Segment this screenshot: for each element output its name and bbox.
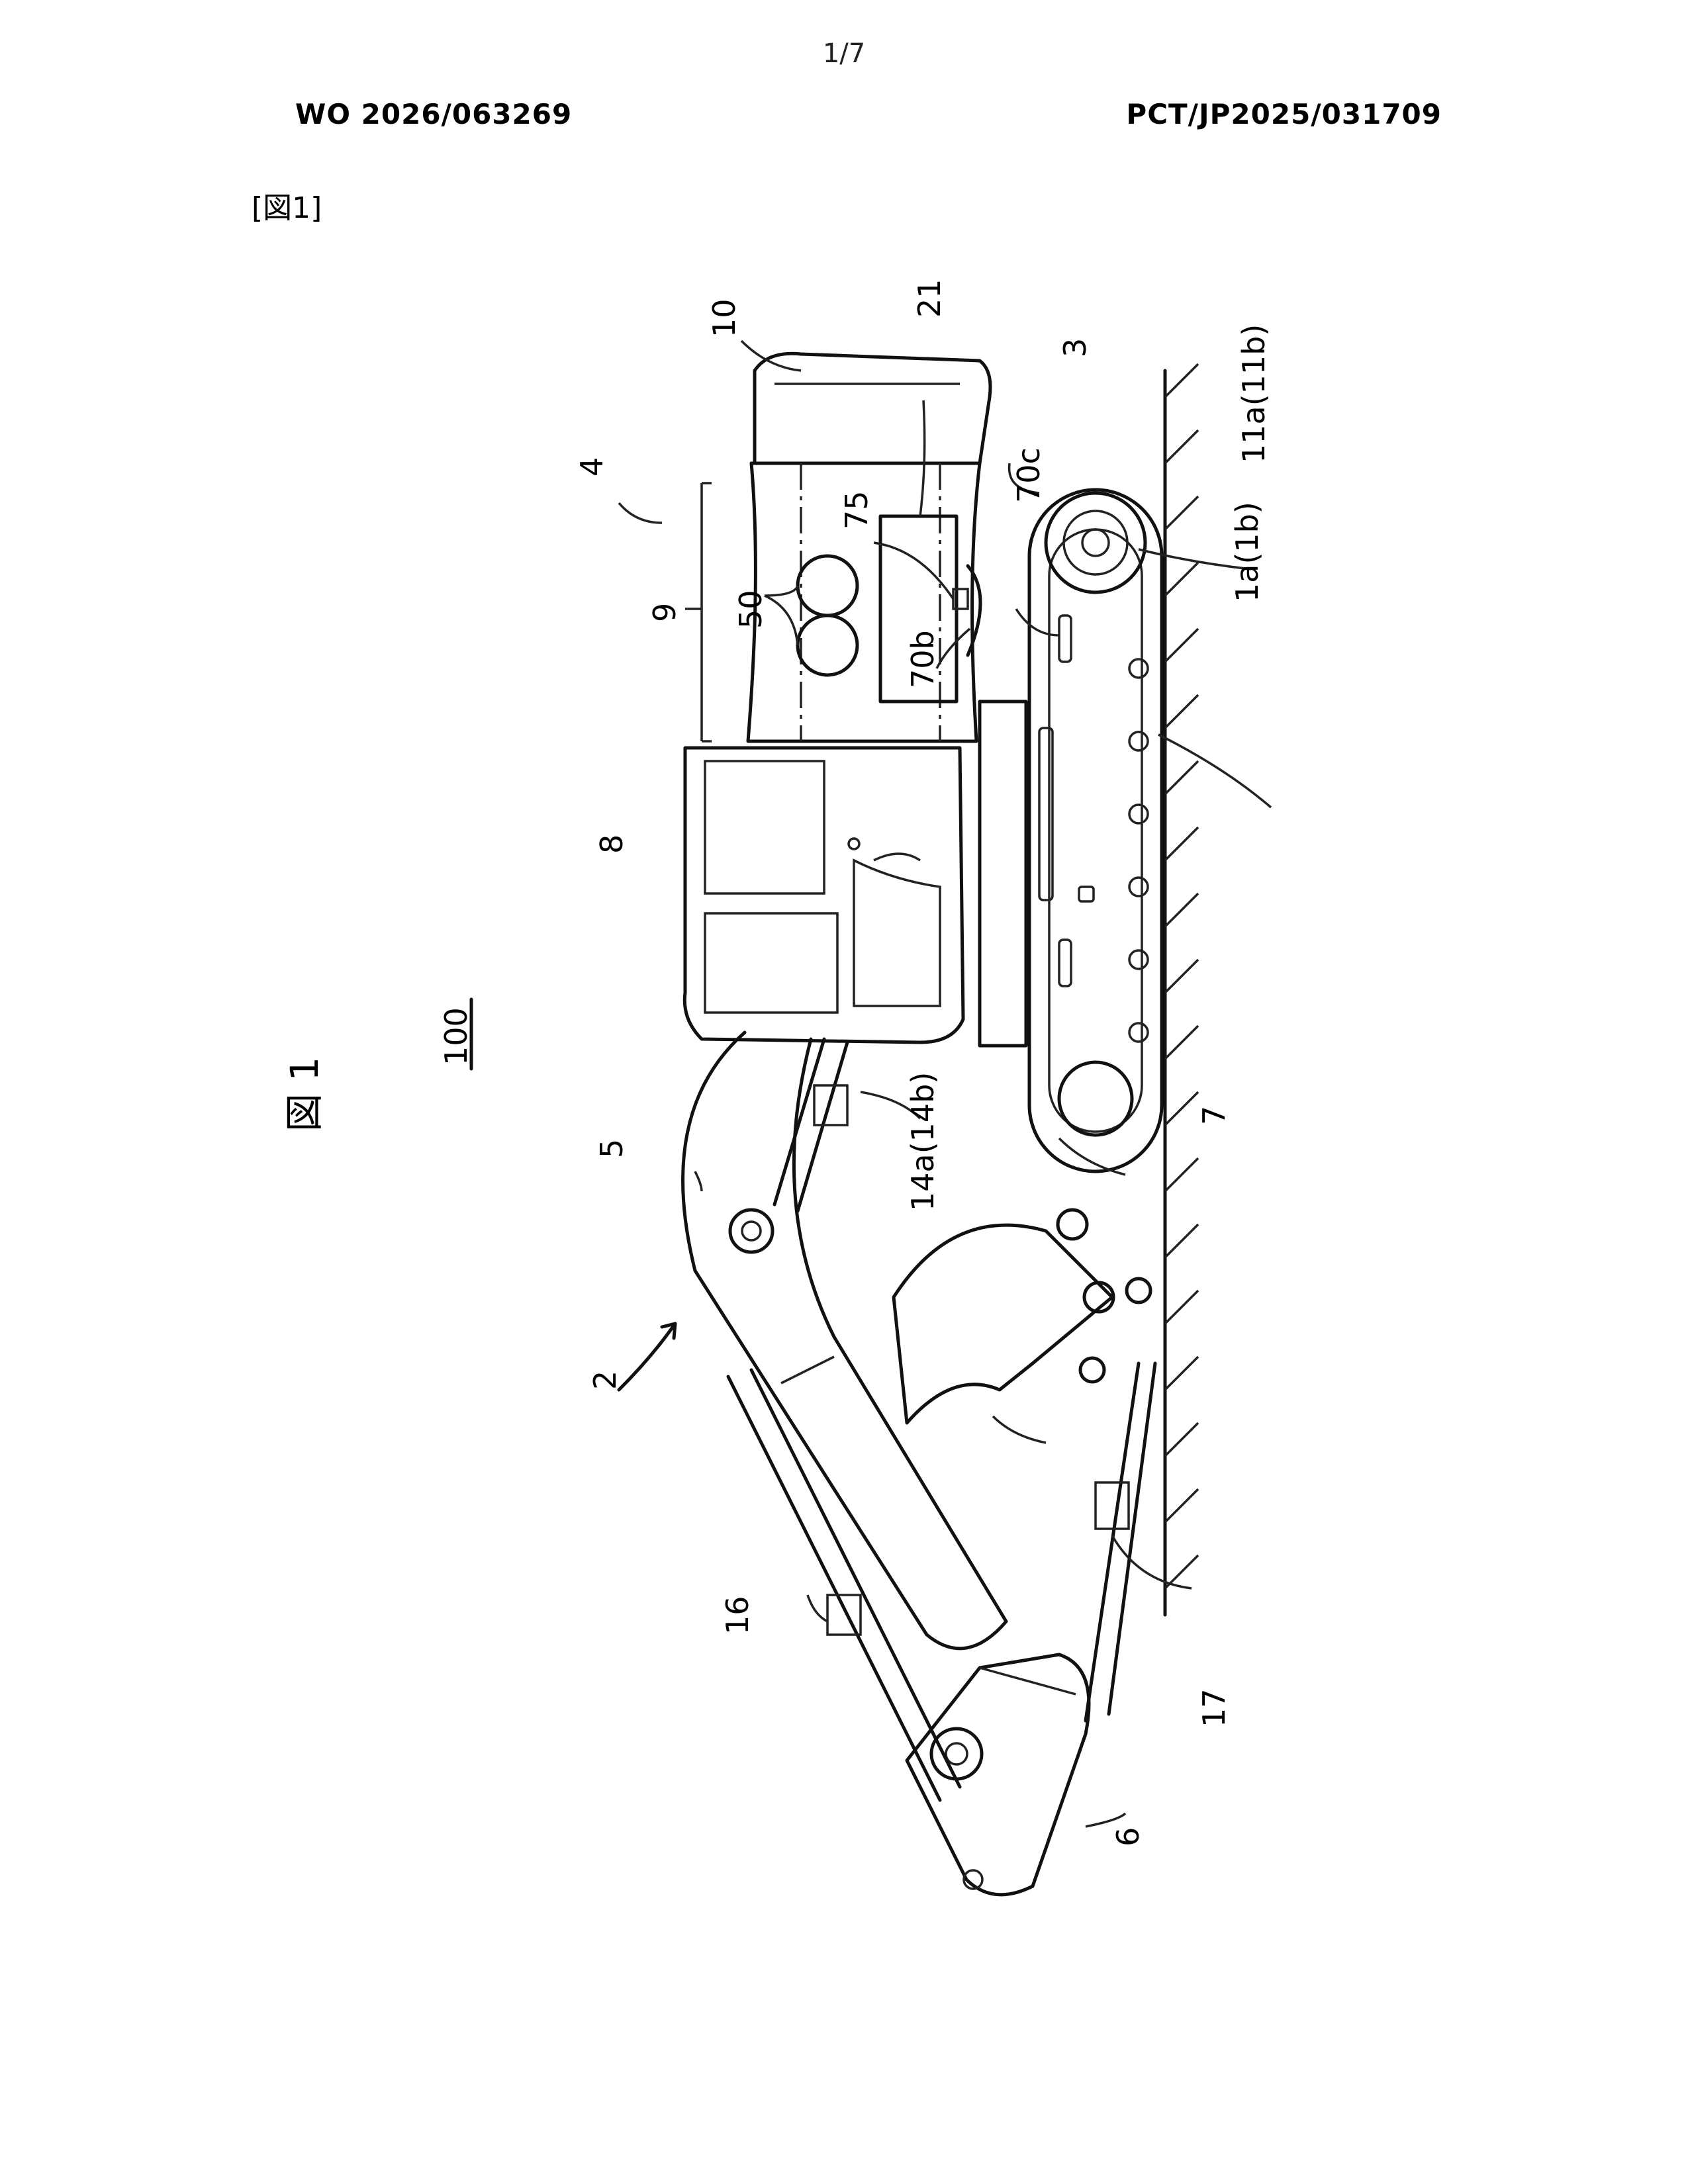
label-9: 9 [647,603,682,622]
boom-cylinder [774,1039,847,1211]
crawler-track [1029,490,1162,1171]
reference-labels: 1a(1b) 2 3 4 5 6 7 8 9 10 11a(11b) 14a(1… [574,279,1272,1846]
label-2: 2 [587,1371,623,1390]
bucket-cylinder [1080,1279,1155,1721]
label-70c: 70c [1011,447,1047,503]
arrow-2 [619,1324,675,1390]
bucket [894,1210,1113,1423]
label-70b: 70b [905,630,941,688]
arm [907,1655,1089,1895]
label-7: 7 [1196,1106,1232,1125]
operator-cab [684,748,963,1042]
label-50: 50 [733,590,769,629]
label-1a: 1a(1b) [1229,502,1265,602]
label-4: 4 [574,457,610,477]
machine-ref-100: 100 [438,1007,474,1066]
label-16: 16 [720,1596,755,1635]
label-6: 6 [1110,1827,1146,1846]
ground [1165,364,1198,1615]
unit-50-a [798,556,857,615]
label-14a: 14a(14b) [905,1072,941,1211]
label-3: 3 [1057,338,1093,357]
label-8: 8 [594,835,630,854]
label-75: 75 [839,490,874,529]
counterweight [755,353,990,463]
label-17: 17 [1196,1688,1232,1727]
label-21: 21 [912,279,947,318]
swing-frame [980,702,1026,1046]
figure-title: 図 1 [282,1057,327,1132]
label-11a: 11a(11b) [1236,324,1272,463]
label-5: 5 [594,1139,630,1158]
label-10: 10 [706,298,742,338]
unit-50-b [798,615,857,675]
leader-lines [619,341,1271,1827]
